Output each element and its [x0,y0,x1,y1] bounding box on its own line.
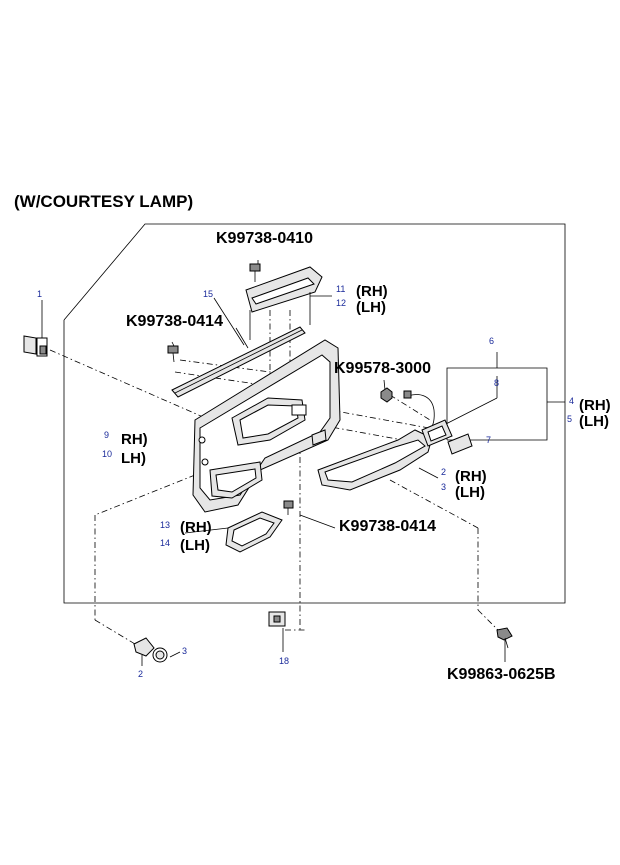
side-lh-5: (LH) [579,413,609,430]
part-number-k99863-0625b: K99863-0625B [447,666,556,683]
nut-3000 [380,387,393,403]
side-lh-12: (LH) [356,299,386,316]
clip-part-1 [23,335,48,357]
callout-3-bottom: 3 [182,646,188,656]
screw-0414-top [167,345,179,363]
screw-0410 [249,263,261,282]
speaker-grille-part-13 [225,511,283,553]
weather-strip-part-15 [171,326,306,398]
fastener-bottom-2-3 [133,637,168,663]
bracket-6-7-8 [437,352,548,441]
side-lh-10: LH) [121,450,146,467]
side-rh-2: (RH) [455,468,487,485]
side-lh-3: (LH) [455,484,485,501]
callout-2-panel: 2 [441,467,447,477]
callout-5: 5 [567,414,573,424]
diagram-title: (W/COURTESY LAMP) [14,192,194,211]
leader-lines [49,310,501,648]
door-trim-panel-part-9 [192,339,341,513]
screw-0414-bottom [283,500,294,515]
callout-18: 18 [279,656,290,666]
callout-15: 15 [203,289,214,299]
part-number-k99738-0410: K99738-0410 [216,230,313,247]
side-rh-4: (RH) [579,397,611,414]
callout-3-panel: 3 [441,482,447,492]
side-rh-11: (RH) [356,283,388,300]
clip-part-18 [268,611,286,627]
callout-13: 13 [160,520,171,530]
side-rh-9: RH) [121,431,148,448]
courtesy-lamp-assembly [403,390,473,455]
callout-7: 7 [486,435,492,445]
part-number-k99578-3000: K99578-3000 [334,360,431,377]
side-rh-13: (RH) [180,519,212,536]
callout-11: 11 [336,284,346,294]
callout-9: 9 [104,430,110,440]
callout-1: 1 [37,289,43,299]
callout-10: 10 [102,449,113,459]
callout-12: 12 [336,298,347,308]
part-number-k99738-0414-bottom: K99738-0414 [339,518,436,535]
screw-0625b [496,627,513,649]
callout-8: 8 [494,378,500,388]
side-lh-14: (LH) [180,537,210,554]
callout-4: 4 [569,396,575,406]
frame-lines [63,223,566,604]
armrest-part-2 [317,429,433,491]
callout-2-bottom: 2 [138,669,144,679]
callout-6: 6 [489,336,495,346]
grip-handle-part-11 [245,266,323,340]
part-number-k99738-0414-top: K99738-0414 [126,313,223,330]
callout-14: 14 [160,538,171,548]
